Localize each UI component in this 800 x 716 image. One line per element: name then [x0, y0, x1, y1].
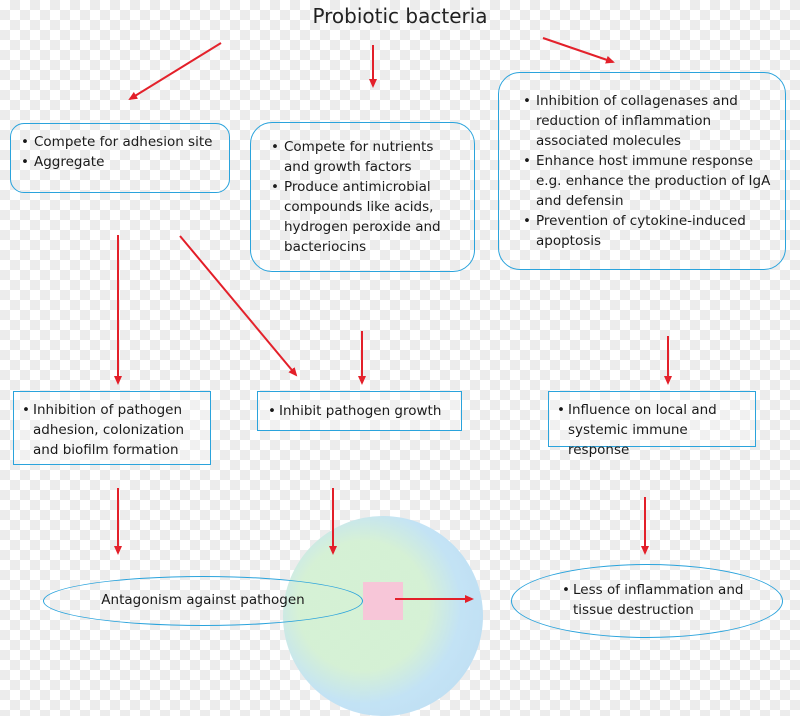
arrow-title-to-immune — [542, 37, 615, 64]
list-item: Aggregate — [21, 152, 219, 172]
list-item: Produce antimicrobial compounds like aci… — [271, 177, 462, 257]
influence-list: Influence on local and systemic immune r… — [557, 400, 747, 460]
inhibition-box: Inhibition of pathogen adhesion, coloniz… — [13, 391, 211, 465]
list-item: Inhibition of pathogen adhesion, coloniz… — [22, 400, 202, 460]
list-item: Compete for nutrients and growth factors — [271, 137, 462, 177]
list-item: Inhibition of collagenases and reduction… — [523, 91, 771, 151]
list-item: Compete for adhesion site — [21, 132, 219, 152]
nutrients-box: Compete for nutrients and growth factors… — [250, 122, 475, 272]
list-item: Enhance host immune response e.g. enhanc… — [523, 151, 771, 211]
antagonism-label: Antagonism against pathogen — [101, 592, 305, 608]
inflammation-ellipse: Less of inflammation and tissue destruct… — [511, 564, 783, 638]
list-item: Influence on local and systemic immune r… — [557, 400, 747, 460]
list-item: Inhibit pathogen growth — [268, 401, 453, 421]
inflammation-list: Less of inflammation and tissue destruct… — [562, 580, 772, 620]
list-item: Prevention of cytokine-induced apoptosis — [523, 211, 771, 251]
growth-list: Inhibit pathogen growth — [268, 401, 453, 421]
background-square — [363, 582, 403, 620]
arrow-title-to-adhesion — [128, 42, 222, 101]
immune-box: Inhibition of collagenases and reduction… — [498, 72, 786, 270]
list-item: Less of inflammation and tissue destruct… — [562, 580, 772, 620]
adhesion-box: Compete for adhesion site Aggregate — [10, 123, 230, 193]
nutrients-list: Compete for nutrients and growth factors… — [271, 137, 462, 257]
diagram-title: Probiotic bacteria — [312, 4, 488, 28]
influence-box: Influence on local and systemic immune r… — [548, 391, 756, 458]
inhibition-list: Inhibition of pathogen adhesion, coloniz… — [22, 400, 202, 460]
immune-list: Inhibition of collagenases and reduction… — [523, 91, 771, 251]
growth-box: Inhibit pathogen growth — [257, 391, 462, 431]
antagonism-ellipse: Antagonism against pathogen — [43, 576, 363, 626]
adhesion-list: Compete for adhesion site Aggregate — [21, 132, 219, 172]
